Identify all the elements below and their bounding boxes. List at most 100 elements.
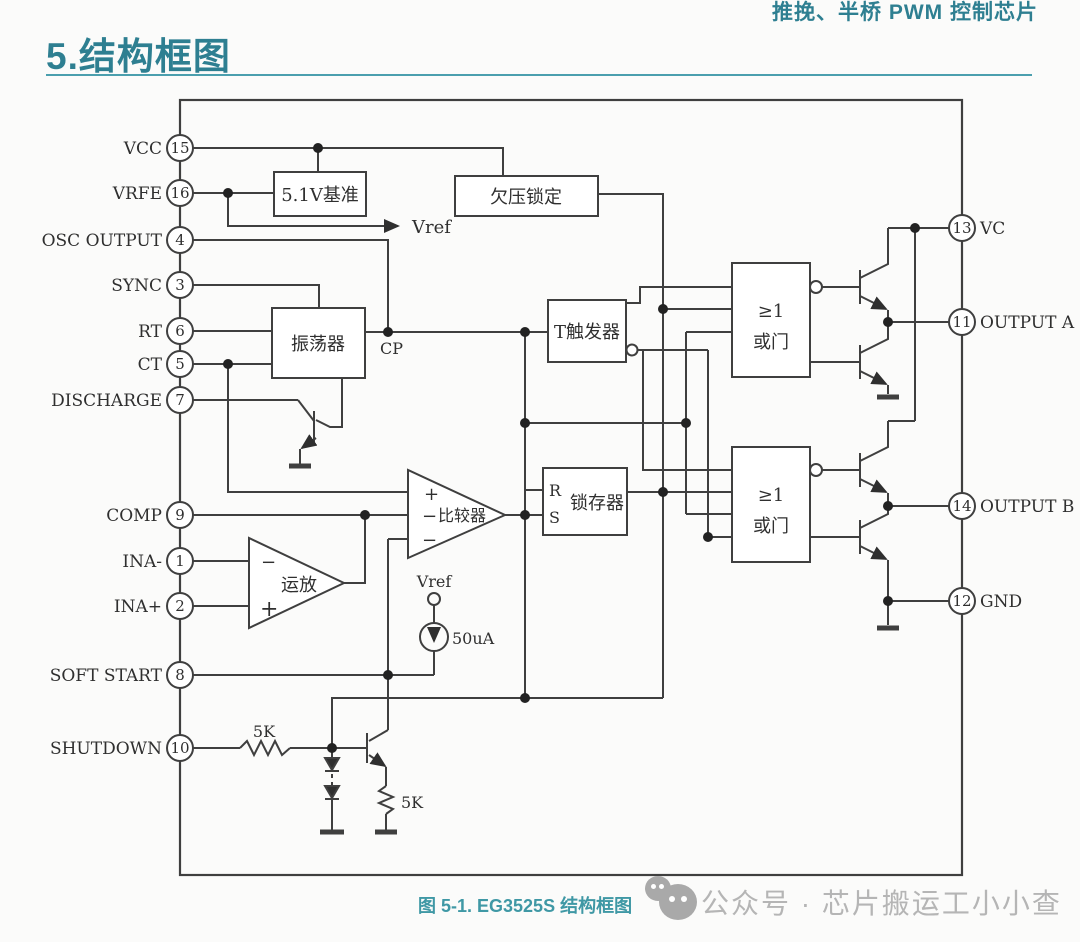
svg-text:COMP: COMP: [106, 506, 162, 526]
left-pins: VCC 15 VRFE 16 OSC OUTPUT 4 SYNC 3 RT 6 …: [42, 134, 194, 762]
svg-text:欠压锁定: 欠压锁定: [490, 187, 562, 208]
svg-text:+: +: [260, 597, 278, 622]
pin-soft-start: SOFT START 8: [50, 661, 194, 689]
svg-text:INA+: INA+: [114, 597, 162, 617]
pin-ct: CT 5: [138, 350, 194, 378]
block-latch: R S 锁存器: [542, 467, 628, 536]
svg-text:S: S: [549, 508, 560, 527]
pin-comp: COMP 9: [106, 501, 194, 529]
pin-vc: 13 VC: [948, 214, 1005, 242]
svg-text:RT: RT: [138, 322, 163, 342]
svg-text:CT: CT: [138, 355, 163, 375]
svg-text:或门: 或门: [753, 516, 789, 537]
output-a-transistors: [859, 228, 899, 400]
pin-output-b: 14 OUTPUT B: [948, 492, 1074, 520]
block-comparator: + − − 比较器: [407, 468, 508, 560]
functional-blocks: 5.1V基准 欠压锁定 振荡器 T触发器 R S 锁存器 + − − 比较器: [248, 171, 823, 630]
svg-text:−: −: [261, 552, 276, 573]
svg-text:INA-: INA-: [122, 552, 162, 572]
svg-text:运放: 运放: [281, 575, 317, 596]
inverter-bubble: [809, 463, 823, 477]
pin-sync: SYNC 3: [111, 271, 194, 299]
pin-ina-plus: INA+ 2: [114, 592, 194, 620]
diagram-border: [178, 98, 964, 877]
svg-text:16: 16: [170, 184, 189, 202]
svg-text:1: 1: [175, 552, 185, 570]
block-t-flipflop: T触发器: [547, 299, 639, 363]
pin-output-a: 11 OUTPUT A: [948, 308, 1075, 336]
svg-text:OSC OUTPUT: OSC OUTPUT: [42, 231, 163, 251]
svg-text:9: 9: [175, 506, 185, 524]
svg-text:11: 11: [952, 313, 971, 331]
block-oscillator: 振荡器: [271, 307, 366, 379]
svg-text:SHUTDOWN: SHUTDOWN: [50, 739, 162, 759]
wechat-icon-small: [645, 876, 671, 901]
inverter-bubble: [809, 280, 823, 294]
pin-discharge: DISCHARGE 7: [51, 386, 194, 414]
wechat-icon: [659, 884, 697, 920]
page-tagline: 推挽、半桥 PWM 控制芯片: [772, 1, 1038, 24]
svg-text:14: 14: [952, 497, 971, 515]
pin-ina-minus: INA- 1: [122, 547, 194, 575]
block-opamp: − + 运放: [248, 536, 347, 630]
svg-text:SYNC: SYNC: [111, 276, 162, 296]
right-pins: 13 VC 11 OUTPUT A 14 OUTPUT B 12 GND: [948, 214, 1075, 615]
shutdown-resistor-label: 5K: [253, 722, 276, 741]
block-or-gate-a: ≥1 或门: [731, 262, 823, 378]
svg-text:锁存器: 锁存器: [570, 493, 624, 514]
svg-text:12: 12: [952, 592, 971, 610]
junction-dots: [223, 143, 920, 753]
pin-vcc: VCC 15: [123, 134, 194, 162]
discrete-devices: [193, 228, 899, 835]
svg-text:5.1V基准: 5.1V基准: [281, 185, 359, 206]
svg-text:13: 13: [952, 219, 971, 237]
pin-rt: RT 6: [138, 317, 194, 345]
shutdown-transistor: [366, 729, 397, 835]
discharge-transistor: [193, 377, 343, 469]
svg-text:+: +: [424, 484, 439, 505]
svg-text:或门: 或门: [753, 332, 789, 353]
svg-text:OUTPUT A: OUTPUT A: [980, 313, 1075, 333]
block-uvlo: 欠压锁定: [454, 175, 599, 217]
svg-text:T触发器: T触发器: [554, 322, 620, 343]
svg-text:R: R: [549, 481, 562, 500]
svg-text:5: 5: [175, 355, 185, 373]
title-underline: [46, 74, 1032, 76]
current-source-50ua: [419, 592, 449, 652]
clamp-diodes: [320, 748, 344, 835]
svg-text:7: 7: [175, 391, 185, 409]
svg-text:−: −: [422, 530, 437, 551]
output-b-transistors: [859, 421, 899, 631]
svg-text:10: 10: [170, 739, 189, 757]
svg-text:VCC: VCC: [123, 139, 162, 159]
svg-text:SOFT START: SOFT START: [50, 666, 163, 686]
svg-text:6: 6: [175, 322, 185, 340]
wiring: [193, 147, 949, 749]
resistor-shutdown: [239, 738, 291, 758]
inverter-bubble: [625, 343, 639, 357]
pin-vrfe: VRFE 16: [112, 179, 194, 207]
svg-text:15: 15: [170, 139, 189, 157]
svg-text:GND: GND: [980, 592, 1022, 612]
emitter-resistor-label: 5K: [401, 793, 424, 812]
watermark: 公众号 · 芯片搬运工小小查: [645, 876, 1080, 928]
pin-shutdown: SHUTDOWN 10: [50, 734, 194, 762]
vref-source-label: Vref: [416, 572, 453, 591]
vref-arrow-label: Vref: [411, 217, 452, 238]
svg-text:比较器: 比较器: [438, 506, 486, 525]
block-or-gate-b: ≥1 或门: [731, 446, 823, 563]
watermark-text: 公众号 · 芯片搬运工小小查: [701, 888, 1062, 919]
svg-text:DISCHARGE: DISCHARGE: [51, 391, 162, 411]
svg-text:−: −: [422, 506, 437, 527]
svg-text:≥1: ≥1: [758, 301, 785, 322]
page-title: 5.结构框图: [46, 36, 231, 77]
svg-text:≥1: ≥1: [758, 485, 785, 506]
svg-text:2: 2: [175, 597, 185, 615]
figure-caption: 图 5-1. EG3525S 结构框图: [418, 896, 633, 916]
svg-text:3: 3: [175, 276, 185, 294]
block-5v1-reference: 5.1V基准: [273, 171, 367, 217]
svg-text:8: 8: [175, 666, 185, 684]
svg-text:振荡器: 振荡器: [291, 334, 345, 355]
svg-text:VC: VC: [979, 219, 1005, 239]
